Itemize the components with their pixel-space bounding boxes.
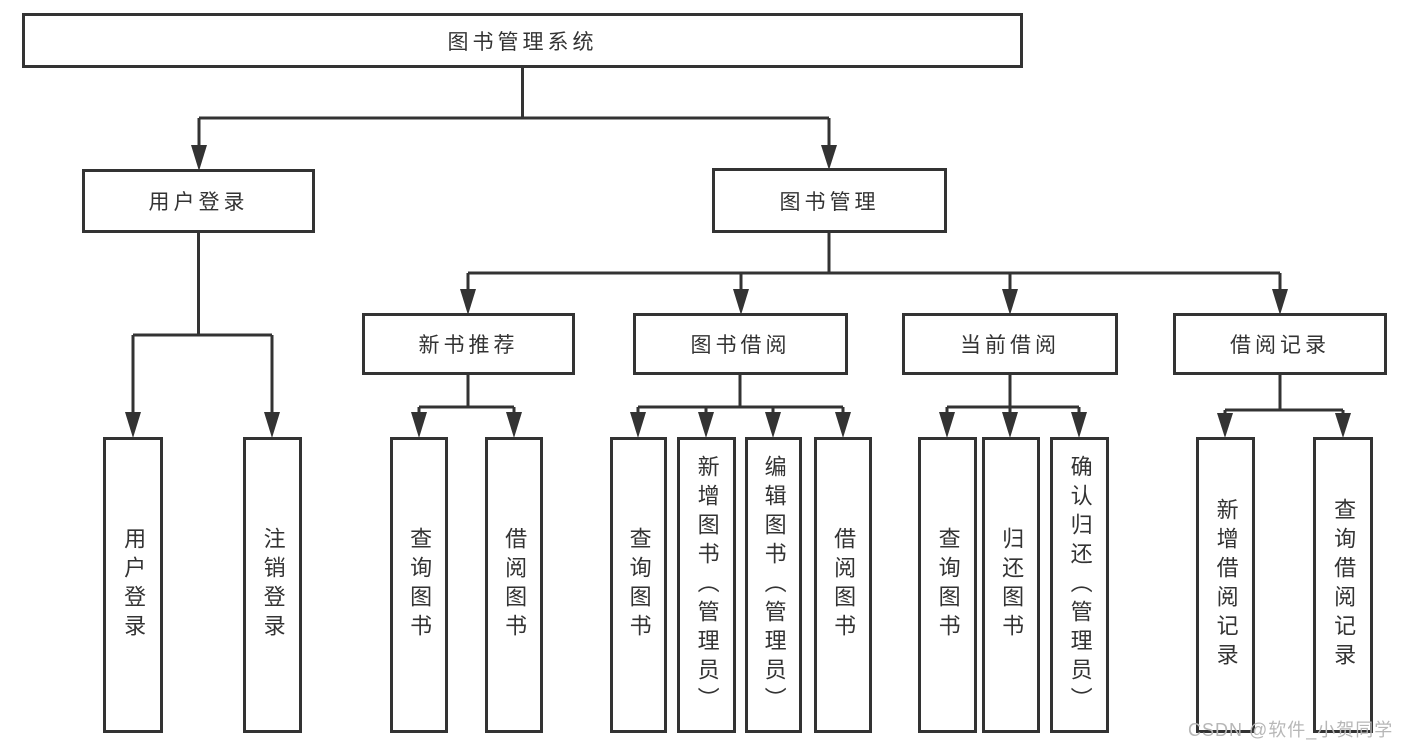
connector-borrow-records-to-leaves — [1217, 375, 1351, 438]
node-book-management: 图书管理 — [712, 168, 947, 233]
node-new-book-recommend-label: 新书推荐 — [418, 334, 519, 357]
node-current-borrow: 当前借阅 — [902, 313, 1118, 375]
leaf-records-add-record-label: 新增借阅记录 — [1213, 498, 1239, 672]
leaf-logout-label: 注销登录 — [260, 527, 286, 643]
leaf-newbook-query-book-label: 查询图书 — [407, 527, 433, 643]
leaf-borrow-borrow-book-label: 借阅图书 — [831, 527, 857, 643]
node-borrow-records: 借阅记录 — [1173, 313, 1387, 375]
node-book-borrow-label: 图书借阅 — [690, 334, 791, 357]
leaf-borrow-edit-book-admin: 编辑图书（管理员） — [745, 437, 802, 733]
leaf-current-return-book: 归还图书 — [982, 437, 1040, 733]
leaf-current-confirm-return-admin: 确认归还（管理员） — [1050, 437, 1109, 733]
node-user-login-label: 用户登录 — [148, 191, 249, 214]
leaf-user-login-label: 用户登录 — [121, 527, 147, 643]
leaf-current-query-book-label: 查询图书 — [935, 527, 961, 643]
connector-new-book-to-leaves — [411, 375, 522, 438]
leaf-newbook-borrow-book: 借阅图书 — [485, 437, 543, 733]
node-book-management-label: 图书管理 — [779, 190, 880, 214]
connector-current-borrow-to-leaves — [939, 375, 1087, 438]
leaf-records-query-record-label: 查询借阅记录 — [1331, 498, 1357, 672]
leaf-borrow-query-book-label: 查询图书 — [626, 527, 652, 643]
node-user-login: 用户登录 — [82, 169, 315, 233]
node-current-borrow-label: 当前借阅 — [960, 334, 1060, 357]
leaf-current-confirm-return-admin-label: 确认归还（管理员） — [1067, 454, 1093, 716]
leaf-newbook-borrow-book-label: 借阅图书 — [502, 527, 528, 643]
node-root-system: 图书管理系统 — [22, 13, 1023, 68]
leaf-records-query-record: 查询借阅记录 — [1313, 437, 1373, 733]
leaf-borrow-borrow-book: 借阅图书 — [814, 437, 872, 733]
leaf-borrow-edit-book-admin-label: 编辑图书（管理员） — [761, 454, 787, 716]
leaf-borrow-add-book-admin: 新增图书（管理员） — [677, 437, 736, 733]
node-new-book-recommend: 新书推荐 — [362, 313, 575, 375]
connector-root-to-level2 — [191, 68, 837, 171]
leaf-current-query-book: 查询图书 — [918, 437, 977, 733]
csdn-watermark: CSDN @软件_小贺同学 — [1188, 720, 1394, 740]
leaf-newbook-query-book: 查询图书 — [390, 437, 448, 733]
leaf-current-return-book-label: 归还图书 — [999, 527, 1025, 643]
node-book-borrow: 图书借阅 — [633, 313, 848, 375]
leaf-records-add-record: 新增借阅记录 — [1196, 437, 1255, 733]
leaf-logout: 注销登录 — [243, 437, 302, 733]
connector-book-borrow-to-leaves — [630, 375, 851, 438]
leaf-user-login: 用户登录 — [103, 437, 163, 733]
node-borrow-records-label: 借阅记录 — [1230, 334, 1330, 357]
connector-user-login-to-leaves — [125, 233, 280, 438]
leaf-borrow-add-book-admin-label: 新增图书（管理员） — [694, 454, 720, 716]
connector-book-management-to-level3 — [460, 233, 1288, 315]
leaf-borrow-query-book: 查询图书 — [610, 437, 667, 733]
node-root-system-label: 图书管理系统 — [447, 30, 598, 54]
